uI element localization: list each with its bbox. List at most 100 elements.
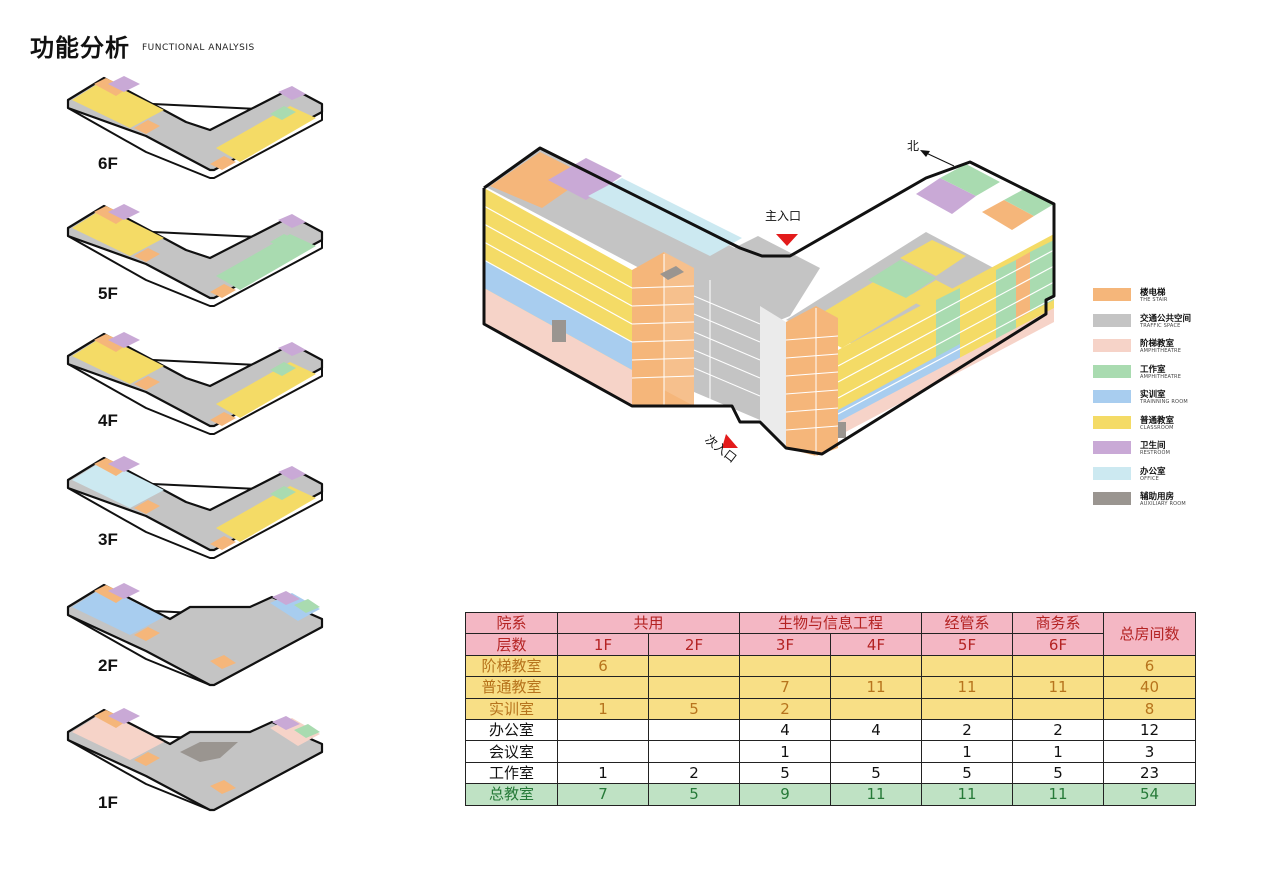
legend-swatch	[1093, 313, 1131, 327]
legend-label-zh: 辅助用房	[1140, 492, 1175, 502]
secondary-entrance-marker	[722, 434, 738, 448]
table-cell: 2	[1012, 718, 1104, 742]
dept-name: 商务系	[1012, 611, 1104, 635]
legend-label-en: RESTROOM	[1140, 450, 1171, 456]
table-cell: 7	[739, 676, 831, 699]
table-cell: 1	[557, 697, 649, 720]
legend-label-zh: 楼电梯	[1140, 288, 1166, 298]
floor-label: 1F	[98, 793, 118, 812]
legend-swatch	[1093, 364, 1131, 378]
table-cell: 2	[648, 761, 740, 785]
table-cell: 2	[739, 697, 831, 720]
row-total: 40	[1103, 676, 1196, 699]
floor-name: 3F	[739, 633, 831, 656]
table-cell: 5	[1012, 761, 1104, 785]
row-total: 54	[1103, 783, 1196, 806]
legend-swatch	[1093, 339, 1131, 352]
dept-header: 院系	[465, 611, 558, 635]
table-cell	[648, 676, 740, 699]
row-label: 普通教室	[465, 676, 558, 699]
table-cell: 11	[830, 783, 922, 806]
table-cell: 1	[739, 740, 831, 763]
row-total: 12	[1103, 718, 1196, 742]
building-axonometric	[482, 146, 1056, 456]
row-total: 23	[1103, 761, 1196, 785]
legend-label-en: THE STAIR	[1140, 297, 1168, 303]
legend-swatch	[1093, 466, 1131, 480]
floor-plan-2f: 2F	[60, 577, 330, 695]
table-cell	[557, 740, 649, 763]
legend-label-en: CLASSROOM	[1140, 424, 1174, 431]
floor-name: 5F	[921, 633, 1013, 656]
floor-label: 3F	[98, 530, 118, 549]
north-label: 北	[907, 139, 920, 153]
legend-label-en: AMPHITHEATRE	[1140, 373, 1182, 380]
legend-label-zh: 普通教室	[1140, 415, 1175, 426]
table-cell	[557, 676, 649, 699]
row-label: 会议室	[465, 740, 558, 763]
table-cell: 6	[557, 654, 649, 678]
table-cell	[1012, 654, 1104, 678]
row-total: 3	[1103, 740, 1196, 763]
legend-label-zh: 工作室	[1140, 364, 1166, 375]
legend-label-zh: 实训室	[1140, 390, 1166, 400]
legend-label-en: TRAINNING ROOM	[1140, 399, 1188, 405]
legend-label-en: AUXILIARY ROOM	[1140, 501, 1186, 507]
table-cell	[1012, 697, 1104, 720]
table-cell	[648, 740, 740, 763]
floor-plan-4f: 4F	[60, 326, 330, 444]
table-cell: 11	[921, 676, 1013, 699]
floor-plan-6f: 6F	[60, 70, 330, 188]
table-cell: 7	[557, 783, 649, 806]
main-entrance-marker	[776, 234, 798, 246]
floor-label: 2F	[98, 656, 118, 675]
dept-name: 经管系	[921, 611, 1013, 635]
legend-label-en: AMPHITHEATRE	[1140, 348, 1182, 354]
table-cell	[830, 697, 922, 720]
table-cell: 1	[557, 761, 649, 785]
main-entrance-label: 主入口	[765, 209, 802, 223]
legend-swatch	[1093, 390, 1131, 403]
floor-label: 5F	[98, 284, 118, 303]
row-label: 总教室	[465, 783, 558, 806]
table-cell	[830, 654, 922, 678]
table-cell: 2	[921, 718, 1013, 742]
table-cell	[557, 718, 649, 742]
row-total: 8	[1103, 697, 1196, 720]
floor-name: 2F	[648, 633, 740, 656]
floor-plan-3f: 3F	[60, 450, 330, 568]
table-cell	[648, 718, 740, 742]
page-subtitle: FUNCTIONAL ANALYSIS	[142, 43, 255, 53]
table-cell: 5	[648, 783, 740, 806]
table-cell	[648, 654, 740, 678]
floor-name: 4F	[830, 633, 922, 656]
table-cell	[921, 697, 1013, 720]
table-cell: 5	[921, 761, 1013, 785]
table-cell: 5	[739, 761, 831, 785]
legend-label-zh: 办公室	[1140, 466, 1166, 477]
floor-name: 1F	[557, 633, 649, 656]
floor-header: 层数	[465, 633, 558, 656]
table-cell: 11	[1012, 783, 1104, 806]
table-cell: 1	[921, 740, 1013, 763]
legend-swatch	[1093, 441, 1131, 454]
page-title: 功能分析	[30, 34, 130, 62]
row-label: 阶梯教室	[465, 654, 558, 678]
floor-plan-1f: 1F	[60, 702, 330, 820]
legend-swatch	[1093, 288, 1131, 301]
table-cell: 11	[921, 783, 1013, 806]
